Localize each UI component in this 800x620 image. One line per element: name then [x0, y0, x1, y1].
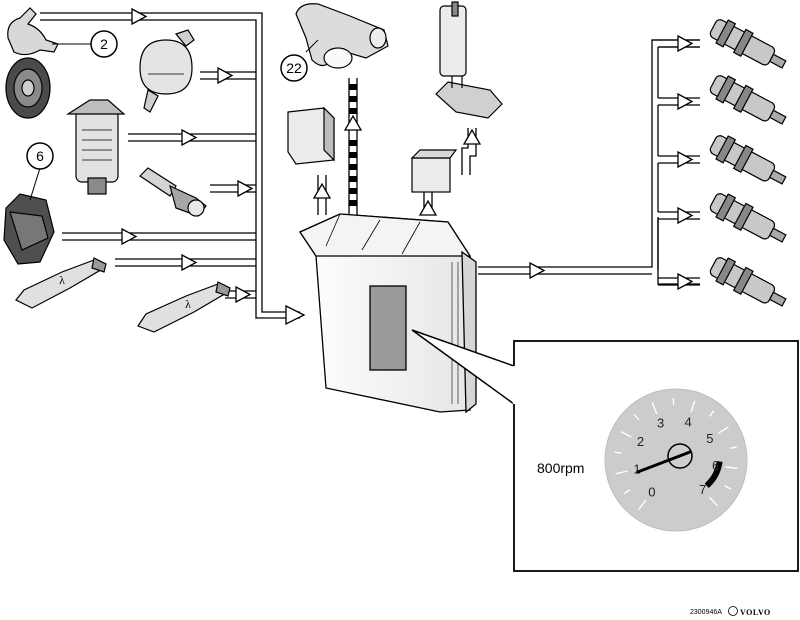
callout-22-label: 22: [286, 60, 302, 76]
gauge-tick: [725, 466, 738, 470]
tachometer-gauge: 01 23 45 67: [604, 388, 748, 532]
gauge-tick: [690, 400, 696, 413]
gauge-tick: [614, 451, 622, 454]
gauge-redline: [704, 460, 723, 488]
injector-1: [709, 19, 787, 69]
gauge-scale-label: 1: [633, 461, 640, 476]
injector-5: [709, 257, 787, 307]
gauge-labels: 01 23 45 67: [633, 414, 719, 499]
callout-2: 2: [52, 30, 118, 58]
ecu-control-module: [299, 213, 477, 414]
footer: 2300946A VOLVO: [690, 606, 771, 617]
gauge-tick: [620, 430, 632, 438]
relay-right-component: [410, 149, 458, 193]
callout-6-label: 6: [36, 148, 44, 164]
lambda-symbol-left: λ: [59, 273, 65, 287]
arrow-out-ecu: [529, 261, 546, 280]
arrow-right-2: [217, 66, 234, 85]
knock-sensor-component: [3, 193, 55, 265]
gauge-scale-label: 0: [648, 484, 655, 499]
input-line-2: [128, 133, 256, 142]
copyright-icon: [728, 606, 738, 616]
gauge-tick: [709, 410, 715, 417]
callout-2-label: 2: [100, 36, 108, 52]
gauge-ticks: [614, 398, 738, 510]
ecu-connector: [369, 285, 407, 371]
brand-logo-text: VOLVO: [740, 608, 771, 617]
callout-22: 22: [280, 39, 319, 82]
output-trunk: [478, 39, 700, 285]
arrow-up-relay: [312, 182, 332, 199]
gauge-tick: [724, 485, 732, 490]
arrow-right-3: [181, 128, 198, 147]
gauge-scale-label: 7: [699, 482, 706, 497]
idle-air-control-valve-component: [295, 3, 389, 69]
gauge-tick: [623, 489, 631, 495]
arrow-up-relay2: [418, 199, 438, 216]
input-trunk: [40, 12, 300, 319]
arrow-right-6: [181, 253, 198, 272]
arrow-injector-2: [677, 92, 694, 111]
gauge-scale-label: 4: [684, 414, 691, 429]
iac-dash-segments: [349, 84, 357, 206]
fuel-injectors: [709, 19, 787, 307]
dome-sensor-component: [139, 29, 195, 113]
gauge-scale-label: 6: [712, 458, 719, 473]
gauge-tick: [717, 426, 729, 434]
input-line-4: [62, 232, 256, 241]
callout-6: 6: [26, 142, 54, 201]
temperature-sensor-component: [139, 167, 207, 217]
injector-2: [709, 75, 787, 125]
arrow-up-iac: [343, 114, 363, 131]
gauge-scale-label: 5: [706, 431, 713, 446]
injector-4: [709, 193, 787, 243]
gauge-tick: [708, 496, 719, 507]
gauge-tick: [729, 446, 737, 450]
gauge-needle: [636, 450, 692, 474]
arrow-right-top: [131, 7, 148, 26]
air-mass-meter-component: [65, 99, 126, 195]
injector-3: [709, 135, 787, 185]
input-line-1: [200, 71, 256, 80]
fuel-pump-component: [435, 1, 503, 119]
gauge-scale-label: 2: [637, 434, 644, 449]
arrowheads: [121, 7, 694, 326]
arrow-right-7: [235, 285, 252, 304]
arrow-injector-3: [677, 150, 694, 169]
arrow-injector-5: [677, 272, 694, 291]
input-line-3: [210, 184, 256, 193]
arrow-up-pump: [462, 128, 482, 145]
lambda-symbol-right: λ: [185, 297, 191, 311]
gauge-tick: [633, 413, 640, 421]
arrow-into-ecu: [285, 304, 306, 326]
throttle-switch-component: [5, 7, 59, 119]
arrow-injector-1: [677, 34, 694, 53]
arrow-right-4: [237, 179, 254, 198]
relay-left-component: [287, 106, 335, 165]
arrow-right-5: [121, 227, 138, 246]
rpm-readout-label: 800rpm: [537, 460, 584, 476]
gauge-scale-label: 3: [657, 416, 664, 431]
gauge-tick: [651, 402, 658, 415]
gauge-tick: [615, 470, 628, 475]
lambda-sensor-left: λ: [15, 257, 107, 309]
document-code: 2300946A: [690, 609, 722, 616]
gauge-tick: [638, 499, 647, 510]
arrow-injector-4: [677, 206, 694, 225]
lambda-sensor-right: λ: [137, 281, 231, 333]
